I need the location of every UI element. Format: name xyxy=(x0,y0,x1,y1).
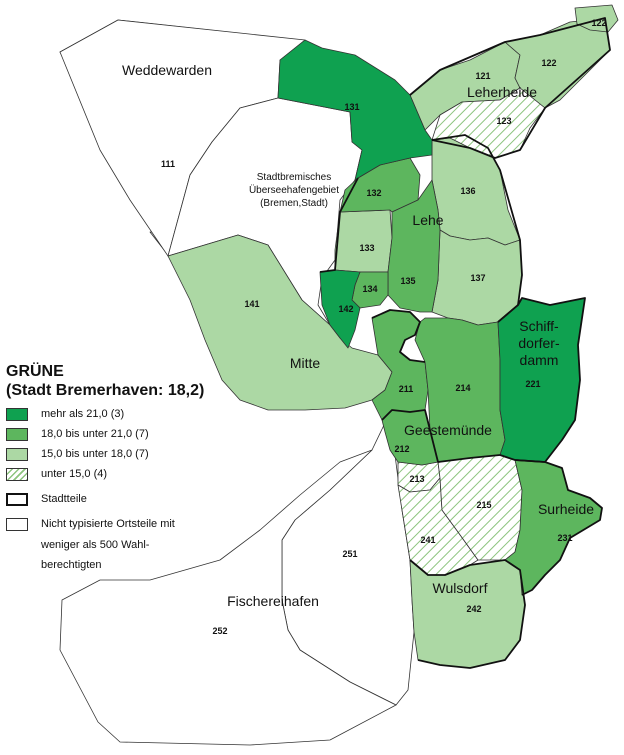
legend-swatch-medium xyxy=(6,428,28,441)
legend-swatch-light xyxy=(6,448,28,461)
label-stadtbremisch-3: (Bremen,Stadt) xyxy=(260,198,328,209)
legend-item-medium: 18,0 bis unter 21,0 (7) xyxy=(6,426,266,445)
stadtteil-border-geeste xyxy=(371,309,426,363)
legend-label-untyped-2: weniger als 500 Wahl- xyxy=(41,539,150,551)
code-131: 131 xyxy=(344,102,359,112)
code-242: 242 xyxy=(466,604,481,614)
legend-item-untyped: Nicht typisierte Ortsteile mit xyxy=(6,516,266,535)
code-135: 135 xyxy=(400,276,415,286)
label-schiff-1: Schiff- xyxy=(519,318,559,334)
code-133: 133 xyxy=(359,243,374,253)
code-137: 137 xyxy=(470,273,485,283)
area-122[interactable] xyxy=(504,17,611,109)
area-252[interactable] xyxy=(59,449,397,746)
label-schiff-2: dorfer- xyxy=(518,335,560,351)
legend-label-untyped-3: berechtigten xyxy=(41,559,102,571)
legend-title-line2: (Stadt Bremerhaven: 18,2) xyxy=(6,382,205,399)
code-231: 231 xyxy=(557,533,572,543)
code-132: 132 xyxy=(366,188,381,198)
label-weddewarden: Weddewarden xyxy=(122,62,212,78)
code-221: 221 xyxy=(525,379,540,389)
legend-item-hatch: unter 15,0 (4) xyxy=(6,466,266,485)
legend-label-light: 15,0 bis unter 18,0 (7) xyxy=(41,448,149,460)
code-121: 121 xyxy=(475,71,490,81)
label-mitte: Mitte xyxy=(290,355,321,371)
stadtteil-border-mitte xyxy=(319,177,359,273)
legend-item-light: 15,0 bis unter 18,0 (7) xyxy=(6,446,266,465)
code-123: 123 xyxy=(496,116,511,126)
label-stadtbremisch-1: Stadtbremisches xyxy=(257,172,331,183)
label-schiff-3: damm xyxy=(520,352,559,368)
code-142: 142 xyxy=(338,304,353,314)
legend-swatch-untyped xyxy=(6,518,28,531)
code-213: 213 xyxy=(409,474,424,484)
code-215: 215 xyxy=(476,500,491,510)
label-leherheide: Leherheide xyxy=(467,84,537,100)
area-131[interactable] xyxy=(277,39,433,181)
area-133[interactable] xyxy=(334,209,393,273)
code-141: 141 xyxy=(244,299,259,309)
code-111: 111 xyxy=(161,159,175,169)
area-242[interactable] xyxy=(409,559,526,669)
label-surheide: Surheide xyxy=(538,501,594,517)
code-214: 214 xyxy=(455,383,470,393)
label-lehe: Lehe xyxy=(412,212,443,228)
code-211: 211 xyxy=(399,384,414,394)
legend-label-hatch: unter 15,0 (4) xyxy=(41,468,108,480)
area-142[interactable] xyxy=(319,269,361,349)
legend: GRÜNE (Stadt Bremerhaven: 18,2) mehr als… xyxy=(6,362,266,575)
legend-label-untyped-1: Nicht typisierte Ortsteile mit xyxy=(41,518,175,530)
label-wulsdorf: Wulsdorf xyxy=(433,580,488,596)
code-122-small: 122 xyxy=(591,18,606,28)
label-geestemuende: Geestemünde xyxy=(404,422,492,438)
code-136: 136 xyxy=(460,186,475,196)
code-134: 134 xyxy=(362,284,377,294)
legend-label-medium: 18,0 bis unter 21,0 (7) xyxy=(41,428,149,440)
code-251: 251 xyxy=(342,549,357,559)
code-212: 212 xyxy=(394,444,409,454)
code-252: 252 xyxy=(212,626,227,636)
legend-swatch-stadtteile xyxy=(6,493,28,506)
label-fischereihafen: Fischereihafen xyxy=(227,593,319,609)
legend-item-stadtteile: Stadtteile xyxy=(6,491,266,510)
legend-swatch-dark xyxy=(6,408,28,421)
code-241: 241 xyxy=(420,535,435,545)
legend-item-dark: mehr als 21,0 (3) xyxy=(6,406,266,425)
stadtteil-border-lehe xyxy=(431,134,523,323)
legend-label-stadtteile: Stadtteile xyxy=(41,493,87,505)
stadtteil-border-outer xyxy=(381,409,603,596)
legend-label-dark: mehr als 21,0 (3) xyxy=(41,408,125,420)
legend-swatch-hatch xyxy=(6,468,28,481)
stadtteil-border-wulsdorf xyxy=(409,559,526,669)
stadtteil-border-north xyxy=(409,17,611,159)
code-122: 122 xyxy=(541,58,556,68)
label-stadtbremisch-2: Überseehafengebiet xyxy=(249,184,339,196)
legend-title-line1: GRÜNE xyxy=(6,363,64,380)
